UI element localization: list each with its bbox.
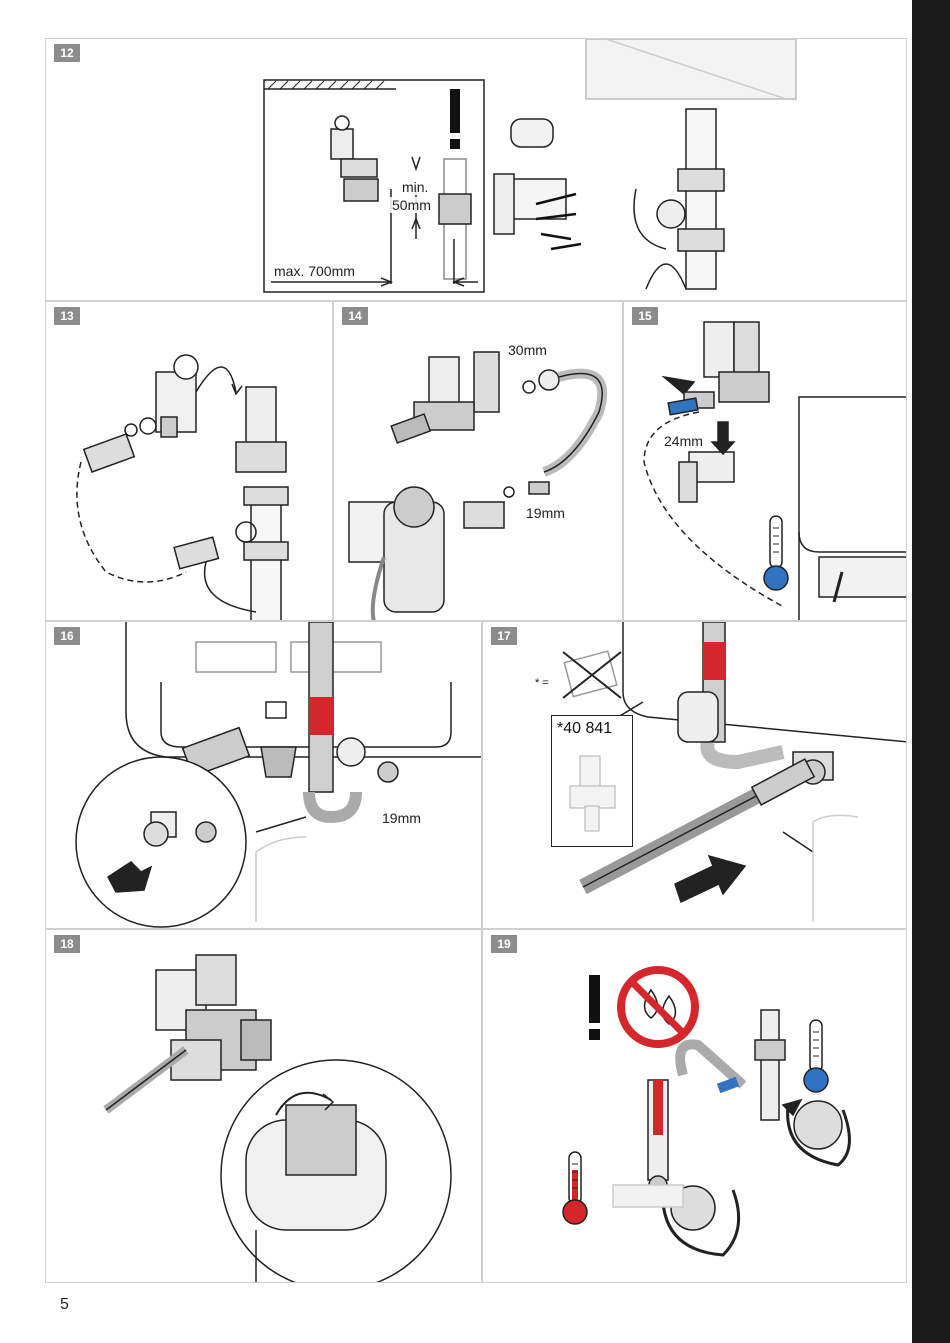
exclamation-icon: [589, 975, 600, 1040]
panel-step-14: 14 30mm 19mm: [333, 301, 623, 621]
fitting-size-label: 19mm: [524, 505, 567, 521]
thermometer-hot-icon: [563, 1152, 587, 1224]
step-17-illustration: [483, 622, 907, 929]
page-number: 5: [60, 1296, 69, 1314]
nut-size-label: 30mm: [506, 342, 549, 358]
step-number: 13: [54, 307, 80, 325]
step-18-illustration: [46, 930, 482, 1283]
page-edge: [912, 0, 950, 1343]
wrench-size-label: 24mm: [662, 433, 705, 449]
thermometer-cold-icon: [762, 514, 790, 594]
panel-step-13: 13: [45, 301, 333, 621]
panel-step-16: 16 19mm: [45, 621, 482, 929]
step-number: 18: [54, 935, 80, 953]
max-distance-label: max. 700mm: [272, 263, 357, 279]
no-drip-icon: [621, 970, 695, 1044]
step-number: 15: [632, 307, 658, 325]
step-number: 16: [54, 627, 80, 645]
step-number: 19: [491, 935, 517, 953]
step-14-illustration: [334, 302, 623, 621]
panel-step-18: 18: [45, 929, 482, 1283]
wrench-size-label: 19mm: [380, 810, 423, 826]
panel-step-19: 19: [482, 929, 907, 1283]
step-12-illustration: [46, 39, 907, 301]
equals-label: * =: [535, 677, 549, 689]
valve-illustration: [560, 751, 624, 836]
panel-step-15: 15 24mm: [623, 301, 907, 621]
step-16-illustration: [46, 622, 482, 929]
min-value-label: 50mm: [390, 197, 433, 213]
article-box: *40 841: [551, 715, 633, 847]
thermometer-cold-icon: [804, 1020, 828, 1092]
step-19-illustration: [483, 930, 907, 1283]
step-number: 12: [54, 44, 80, 62]
min-label: min.: [400, 179, 430, 195]
step-number: 17: [491, 627, 517, 645]
step-13-illustration: [46, 302, 333, 621]
article-number: *40 841: [557, 720, 612, 738]
step-number: 14: [342, 307, 368, 325]
panel-step-12: 12: [45, 38, 907, 301]
panel-step-17: 17 * = *40 841: [482, 621, 907, 929]
